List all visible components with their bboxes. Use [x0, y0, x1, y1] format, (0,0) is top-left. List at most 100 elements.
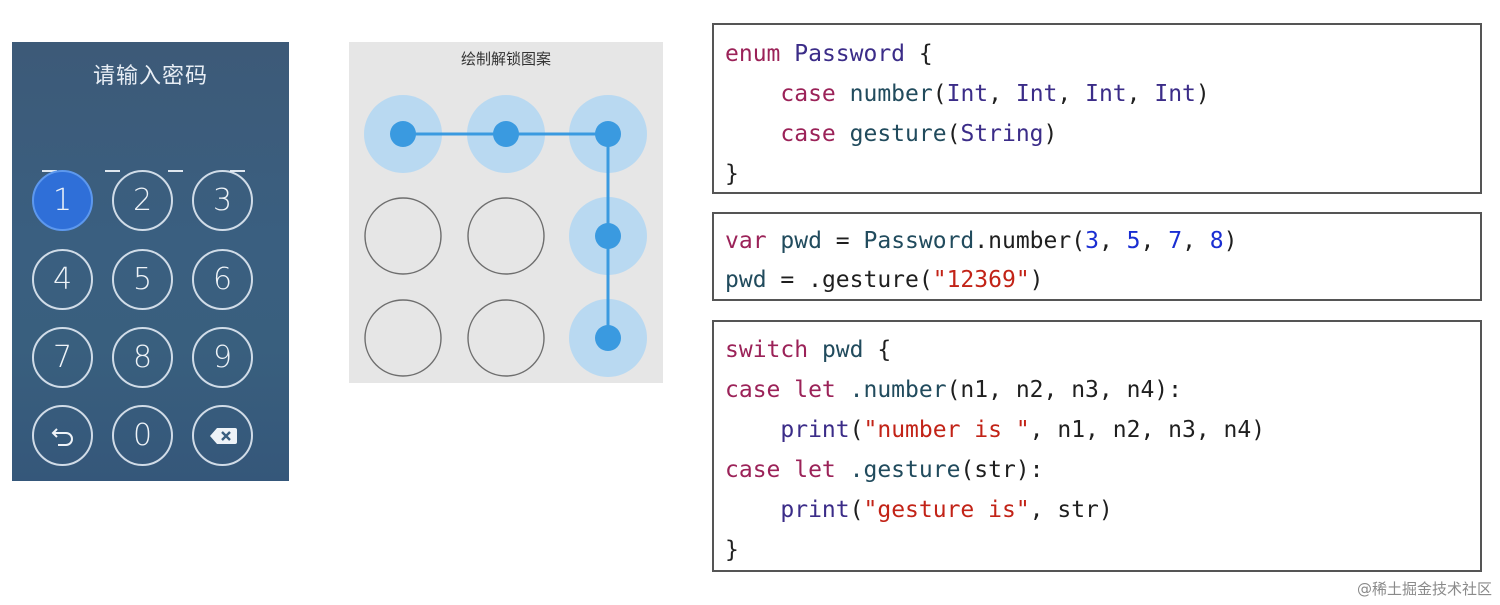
- key-backspace[interactable]: [192, 405, 253, 466]
- key-4[interactable]: 4: [32, 249, 93, 310]
- pattern-dot-4: [364, 197, 442, 275]
- code-text: ,: [1126, 81, 1155, 107]
- code-text: ,: [988, 81, 1016, 107]
- case-name: .gesture: [808, 267, 919, 293]
- undo-arrow-icon: [51, 427, 73, 446]
- key-9[interactable]: 9: [192, 327, 253, 388]
- code-text: (: [932, 81, 947, 107]
- number-literal: 5: [1126, 228, 1141, 254]
- number-literal: 7: [1168, 228, 1183, 254]
- pattern-dot-6: [595, 223, 621, 249]
- code-text: , str): [1029, 497, 1113, 523]
- keyword: var: [725, 228, 767, 254]
- code-text: ): [1195, 81, 1210, 107]
- code-text: {: [863, 337, 892, 363]
- code-text: ,: [1098, 228, 1127, 254]
- pattern-dot-1: [390, 121, 416, 147]
- pattern-dot-8: [467, 299, 545, 377]
- pattern-dot-7: [364, 299, 442, 377]
- code-text: ): [1029, 267, 1044, 293]
- type-name: String: [960, 121, 1044, 147]
- code-text: (: [1071, 228, 1086, 254]
- code-text: , n1, n2, n3, n4): [1029, 417, 1266, 443]
- pattern-dot-9: [595, 325, 621, 351]
- backspace-delete-icon: [209, 427, 237, 444]
- code-line: switch pwd {: [725, 330, 1480, 370]
- key-0[interactable]: 0: [112, 405, 173, 466]
- key-3[interactable]: 3: [192, 170, 253, 231]
- code-text: =: [766, 267, 809, 293]
- type-name: Int: [1085, 81, 1127, 107]
- string-literal: "gesture is": [863, 497, 1030, 523]
- key-2[interactable]: 2: [112, 170, 173, 231]
- code-line: case let .gesture(str):: [725, 450, 1480, 490]
- key-5[interactable]: 5: [112, 249, 173, 310]
- code-text: ): [1223, 228, 1238, 254]
- code-text: (: [918, 267, 933, 293]
- passcode-screen: 请输入密码 1 2 3 4 5 6 7 8 9 0: [12, 42, 289, 481]
- key-undo[interactable]: [32, 405, 93, 466]
- type-name: Int: [946, 81, 989, 107]
- case-name: .gesture: [849, 457, 961, 483]
- passcode-dash: [42, 170, 57, 172]
- keyword: case let: [725, 377, 836, 403]
- code-line: case let .number(n1, n2, n3, n4):: [725, 370, 1480, 410]
- code-line: pwd = .gesture("12369"): [725, 261, 1480, 300]
- key-8[interactable]: 8: [112, 327, 173, 388]
- number-literal: 8: [1209, 228, 1224, 254]
- number-literal: 3: [1085, 228, 1099, 254]
- type-name: Int: [1154, 81, 1196, 107]
- gesture-pattern-screen: 绘制解锁图案: [349, 42, 663, 383]
- code-text: ,: [1140, 228, 1169, 254]
- keyword: enum: [725, 41, 781, 67]
- function-name: print: [780, 417, 850, 443]
- keyword: case let: [725, 457, 836, 483]
- variable-name: pwd: [725, 267, 767, 293]
- case-name: number: [988, 228, 1072, 254]
- type-name: Int: [1015, 81, 1058, 107]
- code-text: (: [849, 497, 864, 523]
- case-name: .number: [849, 377, 947, 403]
- code-text: {: [905, 41, 933, 67]
- code-line: case number(Int, Int, Int, Int): [725, 74, 1480, 114]
- case-name: gesture: [849, 121, 947, 147]
- code-line: }: [725, 537, 739, 563]
- code-block-assign: var pwd = Password.number(3, 5, 7, 8) pw…: [712, 212, 1482, 301]
- code-text: (str):: [960, 457, 1044, 483]
- type-name: Password: [863, 228, 975, 254]
- case-name: number: [849, 81, 933, 107]
- passcode-title: 请输入密码: [92, 64, 208, 89]
- code-line: }: [725, 161, 739, 187]
- variable-name: pwd: [821, 337, 864, 363]
- code-text: =: [821, 228, 864, 254]
- pattern-grid[interactable]: [349, 42, 663, 383]
- function-name: print: [780, 497, 850, 523]
- keyword: switch: [725, 337, 809, 363]
- keyword: case: [780, 121, 836, 147]
- key-6[interactable]: 6: [192, 249, 253, 310]
- code-text: ,: [1182, 228, 1210, 254]
- key-7[interactable]: 7: [32, 327, 93, 388]
- variable-name: pwd: [780, 228, 822, 254]
- code-line: case gesture(String): [725, 114, 1480, 154]
- code-text: (n1, n2, n3, n4):: [946, 377, 1182, 403]
- code-line: var pwd = Password.number(3, 5, 7, 8): [725, 222, 1480, 261]
- pattern-dot-2: [493, 121, 519, 147]
- string-literal: "12369": [932, 267, 1030, 293]
- code-line: print("number is ", n1, n2, n3, n4): [725, 410, 1480, 450]
- code-text: ,: [1057, 81, 1086, 107]
- keyword: case: [780, 81, 836, 107]
- code-line: print("gesture is", str): [725, 490, 1480, 530]
- code-block-enum: enum Password { case number(Int, Int, In…: [712, 23, 1482, 194]
- pattern-title: 绘制解锁图案: [460, 50, 551, 68]
- passcode-dash: [230, 170, 245, 172]
- code-text: .: [974, 228, 989, 254]
- code-block-switch: switch pwd { case let .number(n1, n2, n3…: [712, 320, 1482, 572]
- code-text: (: [849, 417, 864, 443]
- string-literal: "number is ": [863, 417, 1030, 443]
- key-1[interactable]: 1: [32, 170, 93, 231]
- source-credit: @稀土掘金技术社区: [1356, 580, 1492, 598]
- code-line: enum Password {: [725, 34, 1480, 74]
- passcode-dash: [168, 170, 183, 172]
- passcode-dash: [105, 170, 120, 172]
